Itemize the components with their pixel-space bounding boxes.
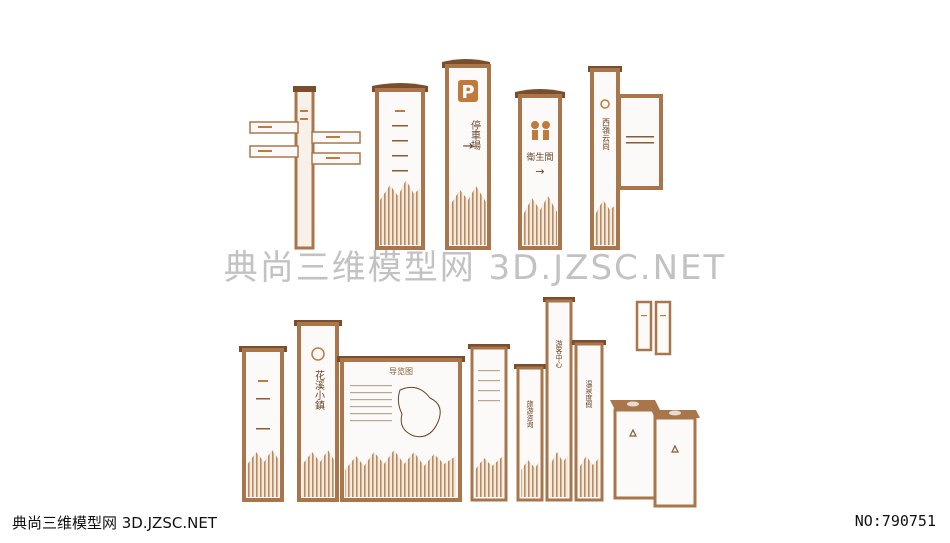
info-pylon-sign — [372, 83, 428, 250]
bottom-pylon-1 — [239, 346, 287, 502]
bottom-pylon-4: 游客中心 — [543, 297, 575, 502]
map-title: 导览图 — [389, 366, 413, 376]
small-title-a: 游客中心 — [555, 339, 563, 368]
trash-bin-tall — [610, 400, 660, 500]
parking-arrow: → — [463, 139, 474, 154]
brand-logo-icon — [600, 99, 610, 109]
small-title-c: 温泉度假 — [585, 379, 593, 409]
footer-id-label: NO:790751 — [854, 512, 936, 530]
brand-title: 西嶺云尚 — [602, 118, 611, 151]
wall-plaques — [635, 300, 672, 356]
parking-letter: P — [461, 82, 474, 103]
small-title-b: 旅游咨询 — [526, 399, 534, 429]
map-outline — [397, 386, 441, 438]
bottom-pylon-2 — [468, 344, 510, 502]
restroom-arrow: → — [535, 165, 544, 178]
restroom-pylon-sign: 衛生間 → — [515, 89, 565, 250]
bottom-pylon-3: 旅游咨询 — [514, 364, 546, 502]
restroom-icon — [531, 121, 539, 129]
parking-pylon-sign: P 停車場 → — [442, 59, 491, 250]
footer-site-label: 典尚三维模型网 3D.JZSC.NET — [12, 514, 217, 532]
map-board-sign: 导览图 — [337, 356, 465, 502]
town-pylon-sign: 花溪小鎮 — [294, 320, 342, 502]
trash-bin-short — [651, 410, 700, 508]
brand-pylon-sign: 西嶺云尚 — [588, 66, 663, 250]
directional-post-sign — [249, 86, 361, 250]
bottom-pylon-5: 温泉度假 — [572, 340, 606, 502]
town-title: 花溪小鎮 — [313, 369, 325, 411]
recycle-icon — [629, 428, 637, 437]
restroom-title: 衛生間 — [526, 151, 553, 163]
town-logo-icon — [311, 347, 325, 361]
parking-title: 停車場 — [469, 119, 481, 151]
